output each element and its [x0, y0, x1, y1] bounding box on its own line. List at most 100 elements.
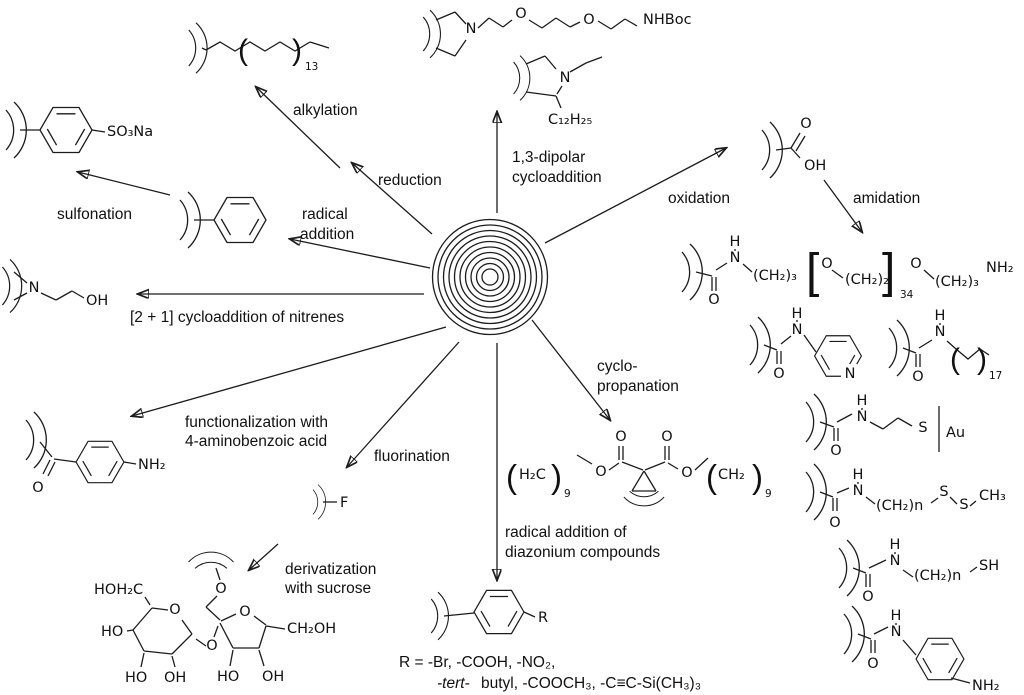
atom-label: O — [239, 604, 250, 620]
group-label: (CH₂)n — [914, 568, 961, 584]
sucrose-arrow — [249, 543, 279, 570]
bonds — [819, 406, 940, 452]
sulfonation-arrow — [78, 172, 171, 196]
atom-label: O — [615, 429, 626, 445]
reduction-label: reduction — [378, 172, 442, 189]
amidation-arrow — [823, 179, 862, 232]
structure-aminobenzoyl: O NH₂ — [25, 411, 166, 496]
group-label: C₁₂H₂₅ — [548, 112, 592, 128]
atom-label: O — [867, 656, 878, 672]
group-label: NH₂ — [986, 260, 1014, 276]
bonds — [39, 441, 137, 477]
bonds — [201, 41, 330, 52]
radical-addition-label: addition — [300, 226, 354, 243]
atom-label: H — [890, 537, 901, 553]
atom-label: S — [959, 497, 968, 513]
nanotube-cross-section-icon — [431, 218, 549, 336]
structure-peg-amide: O H N (CH₂)₃ [ O (CH₂)₂ ] 34 O (CH₂)₃ NH… — [681, 234, 1014, 308]
bonds — [443, 611, 536, 618]
atom-label: O — [773, 366, 784, 382]
atom-label: F — [340, 495, 348, 511]
aminobenzoic-label: functionalization with — [185, 414, 328, 431]
bonds — [13, 271, 85, 301]
repeat-count: 9 — [564, 488, 571, 500]
cyclopropanation-arrow — [531, 319, 610, 420]
reaction-labels: alkylation reduction radical addition su… — [57, 102, 920, 597]
atom-label: N — [857, 409, 868, 425]
bonds — [126, 567, 286, 668]
structure-pyridyl-amide: O H N N — [749, 306, 862, 382]
fluorination-label: fluorination — [374, 448, 450, 465]
repeat-paren: ) — [752, 458, 763, 495]
group-label: CH₂OH — [287, 621, 336, 637]
r-group-list: butyl, -COOCH₃, -C≡C-Si(CH₃)₃ — [481, 675, 701, 692]
atom-label: OH — [262, 669, 284, 685]
bonds — [576, 446, 709, 492]
structure-sucrose: O O CH₂OH OH HO O O HOH₂C HO HO OH — [94, 551, 336, 686]
atom-label: N — [560, 70, 571, 86]
cyclopropanation-label: propanation — [597, 378, 679, 395]
amidation-label: amidation — [853, 190, 920, 207]
group-label: NHBoc — [643, 12, 692, 28]
atom-label: N — [935, 324, 946, 340]
structure-thiol-amide: O H N (CH₂)n SH — [838, 537, 999, 605]
diazonium-label: diazonium compounds — [505, 544, 660, 561]
group-label: SO₃Na — [107, 124, 153, 140]
repeat-paren: ) — [977, 343, 987, 376]
atom-label: O — [595, 464, 606, 480]
atom-label: HO — [217, 669, 239, 685]
reduction-arrow — [352, 163, 433, 235]
atom-label: O — [862, 589, 873, 605]
structure-thiol-gold-amide: O H N S Au — [805, 393, 965, 459]
diazonium-label: radical addition of — [505, 524, 627, 541]
atom-label: N — [845, 366, 856, 382]
structure-aziridine-ethanol: N OH — [1, 258, 108, 314]
atom-label: HO — [101, 624, 123, 640]
atom-label: O — [830, 443, 841, 459]
bonds — [695, 249, 935, 291]
bonds — [857, 623, 971, 684]
nitrenes-label: [2 + 1] cycloaddition of nitrenes — [130, 309, 344, 326]
group-label: CH₃ — [979, 488, 1006, 504]
repeat-paren: ) — [292, 34, 302, 67]
repeat-paren: ( — [706, 458, 717, 495]
atom-label: S — [918, 420, 927, 436]
group-label: CH₂ — [718, 467, 745, 483]
structure-pyrrolidine-nhboc: N O O NHBoc — [422, 6, 692, 59]
atom-label: O — [681, 465, 692, 481]
group-label: SH — [979, 558, 999, 574]
atom-label: N — [730, 250, 741, 266]
alkylation-label: alkylation — [293, 102, 358, 119]
atom-label: H — [853, 467, 864, 483]
group-label: H₂C — [519, 467, 546, 483]
repeat-count: 9 — [765, 488, 772, 500]
repeat-bracket: [ — [806, 245, 819, 298]
atom-label: N — [466, 21, 477, 37]
oxidation-arrow — [544, 148, 726, 244]
bonds — [525, 55, 603, 109]
structure-phenyl — [179, 191, 267, 249]
atom-label: O — [821, 256, 832, 272]
dipolar-label: cycloaddition — [512, 169, 602, 186]
atom-label: O — [708, 292, 719, 308]
repeat-paren: ( — [950, 343, 960, 376]
atom-label: O — [912, 369, 923, 385]
structure-aryl-r: R R = -Br, -COOH, -NO₂, -tert- butyl, -C… — [399, 589, 701, 692]
repeat-count: 34 — [900, 289, 914, 301]
structure-cooh: O OH — [761, 116, 826, 179]
atom-label: O — [661, 429, 672, 445]
group-label: NH₂ — [972, 678, 1000, 694]
group-label: Au — [946, 425, 965, 441]
atom-label: O — [515, 6, 526, 22]
oxidation-label: oxidation — [668, 190, 730, 207]
atom-label: N — [792, 322, 803, 338]
alkylation-arrow — [256, 87, 341, 169]
repeat-paren: ) — [551, 458, 562, 495]
sucrose-label: with sucrose — [284, 580, 371, 597]
atom-label: S — [939, 484, 948, 500]
group-label: (CH₂)₃ — [935, 274, 979, 290]
r-group-list: R = -Br, -COOH, -NO₂, — [399, 654, 555, 671]
atom-label: H — [792, 306, 803, 322]
atom-label: HO — [125, 670, 147, 686]
